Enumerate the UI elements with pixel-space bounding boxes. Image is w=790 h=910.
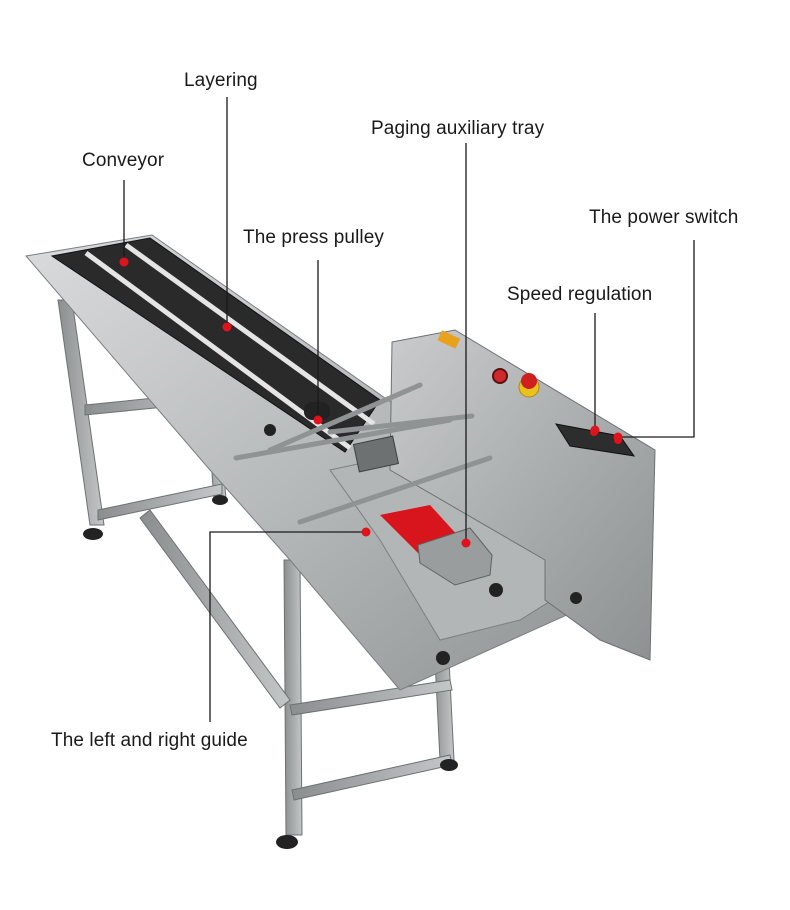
label-layering: Layering [184,70,258,91]
marker-conveyor [119,257,129,267]
press-pulley-roller [304,402,330,420]
emergency-stop-cap [521,373,537,389]
label-press-pulley: The press pulley [243,227,385,248]
label-speed-regulation: Speed regulation [507,284,653,305]
marker-guide [361,527,371,537]
tray-block [417,527,493,586]
marker-layering [222,322,232,332]
marker-paging-tray [461,538,471,548]
machine-stand [57,299,455,836]
marker-press-pulley [313,415,323,425]
warning-label [437,330,461,349]
label-power-switch: The power switch [589,207,739,228]
pulley-block [352,435,400,473]
label-paging-tray: Paging auxiliary tray [371,118,545,139]
marker-power-switch [613,432,623,442]
guide-knobs [264,424,582,665]
belt-strip-lower [124,242,376,427]
leader-guide [209,531,366,722]
guide-assembly [233,382,493,525]
indicator-light [492,368,508,384]
callout-markers [119,257,623,548]
label-guide: The left and right guide [51,730,248,751]
control-box [389,329,656,661]
label-conveyor: Conveyor [82,150,165,171]
leader-lines [123,97,695,722]
leader-power-switch [618,240,695,438]
machine-feet [83,495,458,849]
marker-speed-regulation [590,425,600,435]
